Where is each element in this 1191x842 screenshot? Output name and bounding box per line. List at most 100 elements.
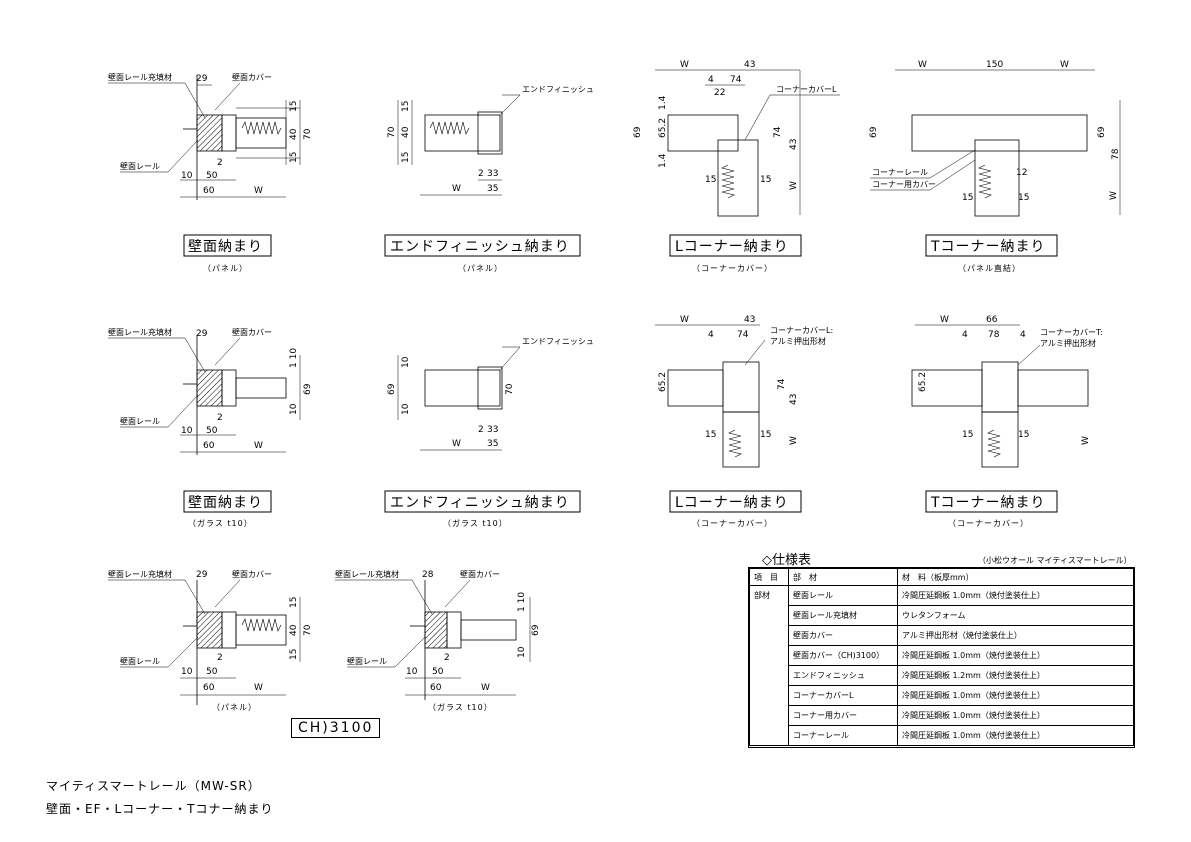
label-corner-cover: コーナー用カバー — [872, 180, 936, 189]
caption-wall: 壁面納まり — [188, 239, 263, 255]
dim-29: 29 — [196, 74, 208, 84]
spec-part: コーナー用カバー — [788, 705, 898, 726]
spec-row: コーナーレール 冷間圧延鋼板 1.0mm（焼付塗装仕上） — [750, 725, 1134, 746]
dim-70: 70 — [505, 383, 515, 395]
label-wall-cover: 壁面カバー — [232, 569, 272, 579]
label-wall-rail: 壁面レール — [347, 656, 387, 666]
spec-part: 壁面レール — [788, 585, 898, 606]
dim-74: 74 — [730, 75, 742, 85]
spec-material: ウレタンフォーム — [897, 605, 1134, 626]
spec-part: コーナーカバーL — [788, 685, 898, 706]
dim-10: 10 — [401, 356, 411, 368]
dim-15b: 15 — [760, 430, 771, 440]
caption-wall: 壁面納まり — [188, 495, 263, 511]
spec-row: 壁面カバー アルミ押出形材（焼付塗装仕上） — [750, 625, 1134, 646]
caption-t: Tコーナー納まり — [930, 239, 1046, 255]
detail-wall-panel-ch3100: 壁面レール充填材 壁面カバー 壁面レール 29 2 10 50 60 W 15 … — [108, 569, 313, 712]
dim-60: 60 — [203, 683, 215, 693]
dim-10: 10 — [406, 667, 418, 677]
label-wall-cover: 壁面カバー — [460, 569, 500, 579]
spec-material: 冷間圧延鋼板 1.0mm（焼付塗装仕上） — [897, 685, 1134, 706]
dim-2: 2 — [478, 425, 484, 435]
label-wall-rail: 壁面レール — [120, 161, 160, 171]
spec-material: 冷間圧延鋼板 1.2mm（焼付塗装仕上） — [897, 665, 1134, 686]
dim-14a: 1.4 — [658, 95, 668, 110]
dim-10: 10 — [181, 426, 193, 436]
spec-material: 冷間圧延鋼板 1.0mm（焼付塗装仕上） — [897, 705, 1134, 726]
dim-652: 65.2 — [658, 118, 668, 138]
label-end-finish: エンドフィニッシュ — [522, 337, 594, 346]
dim-w: W — [254, 441, 263, 451]
spec-material: 冷間圧延鋼板 1.0mm（焼付塗装仕上） — [897, 585, 1134, 606]
label-corner-cover-l: コーナーカバーL: — [770, 326, 833, 335]
dim-43b: 43 — [789, 139, 799, 150]
sheet-title-line2: 壁面・EF・Lコーナー・Tコナー納まり — [46, 802, 274, 816]
spec-subtitle: （小松ウオール マイティスマートレール） — [978, 556, 1132, 565]
detail-t-corner-cover: コーナーカバーT: アルミ押出形材 W 66 4 78 4 65.2 15 15… — [911, 315, 1103, 468]
dim-78: 78 — [988, 330, 1000, 340]
dim-2: 2 — [444, 653, 450, 663]
dim-w2: W — [1081, 436, 1091, 445]
dim-70: 70 — [303, 128, 313, 140]
spec-title: ◇仕様表 — [762, 553, 811, 568]
dim-10b: 10 — [401, 403, 411, 415]
detail-wall-glass: 壁面レール充填材 壁面カバー 壁面レール 29 2 10 50 60 W 1 1… — [108, 327, 313, 455]
dim-4b: 4 — [1020, 330, 1026, 340]
spec-table: 項 目 部 材 材 料（板厚mm） 部材 壁面レール 冷間圧延鋼板 1.0mm（… — [748, 567, 1135, 748]
dim-w2: W — [789, 181, 799, 190]
dim-w: W — [452, 184, 461, 194]
dim-69b: 69 — [1097, 126, 1107, 138]
dim-69: 69 — [531, 624, 541, 636]
caption-l: Lコーナー納まり — [675, 495, 789, 511]
spec-part: 壁面カバー（CH)3100） — [788, 645, 898, 666]
dim-29: 29 — [196, 329, 208, 339]
caption-ef: エンドフィニッシュ納まり — [390, 495, 570, 511]
dim-43b: 43 — [789, 394, 799, 405]
spring — [241, 121, 282, 135]
caption-row3-sub1: （パネル） — [212, 703, 257, 712]
dim-69: 69 — [387, 383, 397, 395]
dim-4: 4 — [708, 75, 714, 85]
dim-43: 43 — [744, 60, 755, 70]
dim-w2: W — [1060, 60, 1069, 70]
dim-43: 43 — [744, 315, 755, 325]
caption-ef-sub: （ガラス t10） — [443, 518, 508, 528]
spec-part: 壁面レール充填材 — [788, 605, 898, 626]
captions-row1: 壁面納まり （パネル） エンドフィニッシュ納まり （パネル） Lコーナー納まり … — [183, 234, 1058, 273]
dim-2: 2 — [478, 169, 484, 179]
caption-t-sub: （コーナーカバー） — [948, 519, 1029, 528]
caption-l-sub: （コーナーカバー） — [692, 519, 773, 528]
label-wall-cover: 壁面カバー — [232, 327, 272, 337]
label-wall-cover: 壁面カバー — [232, 72, 272, 82]
detail-l-corner-cover: コーナーカバーL: アルミ押出形材 W 43 4 74 74 43 65.2 1… — [655, 315, 833, 468]
dim-10: 10 — [181, 667, 193, 677]
spec-header-part: 部 材 — [788, 568, 898, 586]
sheet-title-line1: マイティスマートレール（MW-SR） — [46, 779, 261, 793]
dim-69: 69 — [303, 383, 313, 395]
caption-ef: エンドフィニッシュ納まり — [390, 239, 570, 255]
dim-50: 50 — [206, 171, 218, 181]
dim-69: 69 — [869, 126, 879, 138]
detail-end-finish-panel: エンドフィニッシュ 15 40 15 70 2 33 35 W — [387, 85, 594, 196]
dim-78: 78 — [1111, 148, 1121, 160]
dim-74: 74 — [737, 330, 749, 340]
dim-w: W — [918, 60, 927, 70]
dim-10b: 10 — [289, 403, 299, 415]
label-alumi: アルミ押出形材 — [1040, 338, 1096, 348]
label-wall-rail: 壁面レール — [120, 416, 160, 426]
spec-part: エンドフィニッシュ — [788, 665, 898, 686]
captions-row2: 壁面納まり （ガラス t10） エンドフィニッシュ納まり （ガラス t10） L… — [183, 490, 1058, 528]
dim-15b: 15 — [289, 152, 299, 163]
dim-w: W — [680, 60, 689, 70]
dim-50: 50 — [206, 426, 218, 436]
dim-74b: 74 — [773, 126, 783, 138]
dim-40: 40 — [289, 624, 299, 636]
dim-35: 35 — [487, 184, 498, 194]
spec-material: 冷間圧延鋼板 1.0mm（焼付塗装仕上） — [897, 645, 1134, 666]
dim-28: 28 — [422, 570, 434, 580]
spec-row: コーナーカバーL 冷間圧延鋼板 1.0mm（焼付塗装仕上） — [750, 685, 1134, 706]
dim-40: 40 — [401, 126, 411, 138]
spec-category: 部材 — [749, 585, 789, 746]
spec-part: コーナーレール — [788, 725, 898, 746]
